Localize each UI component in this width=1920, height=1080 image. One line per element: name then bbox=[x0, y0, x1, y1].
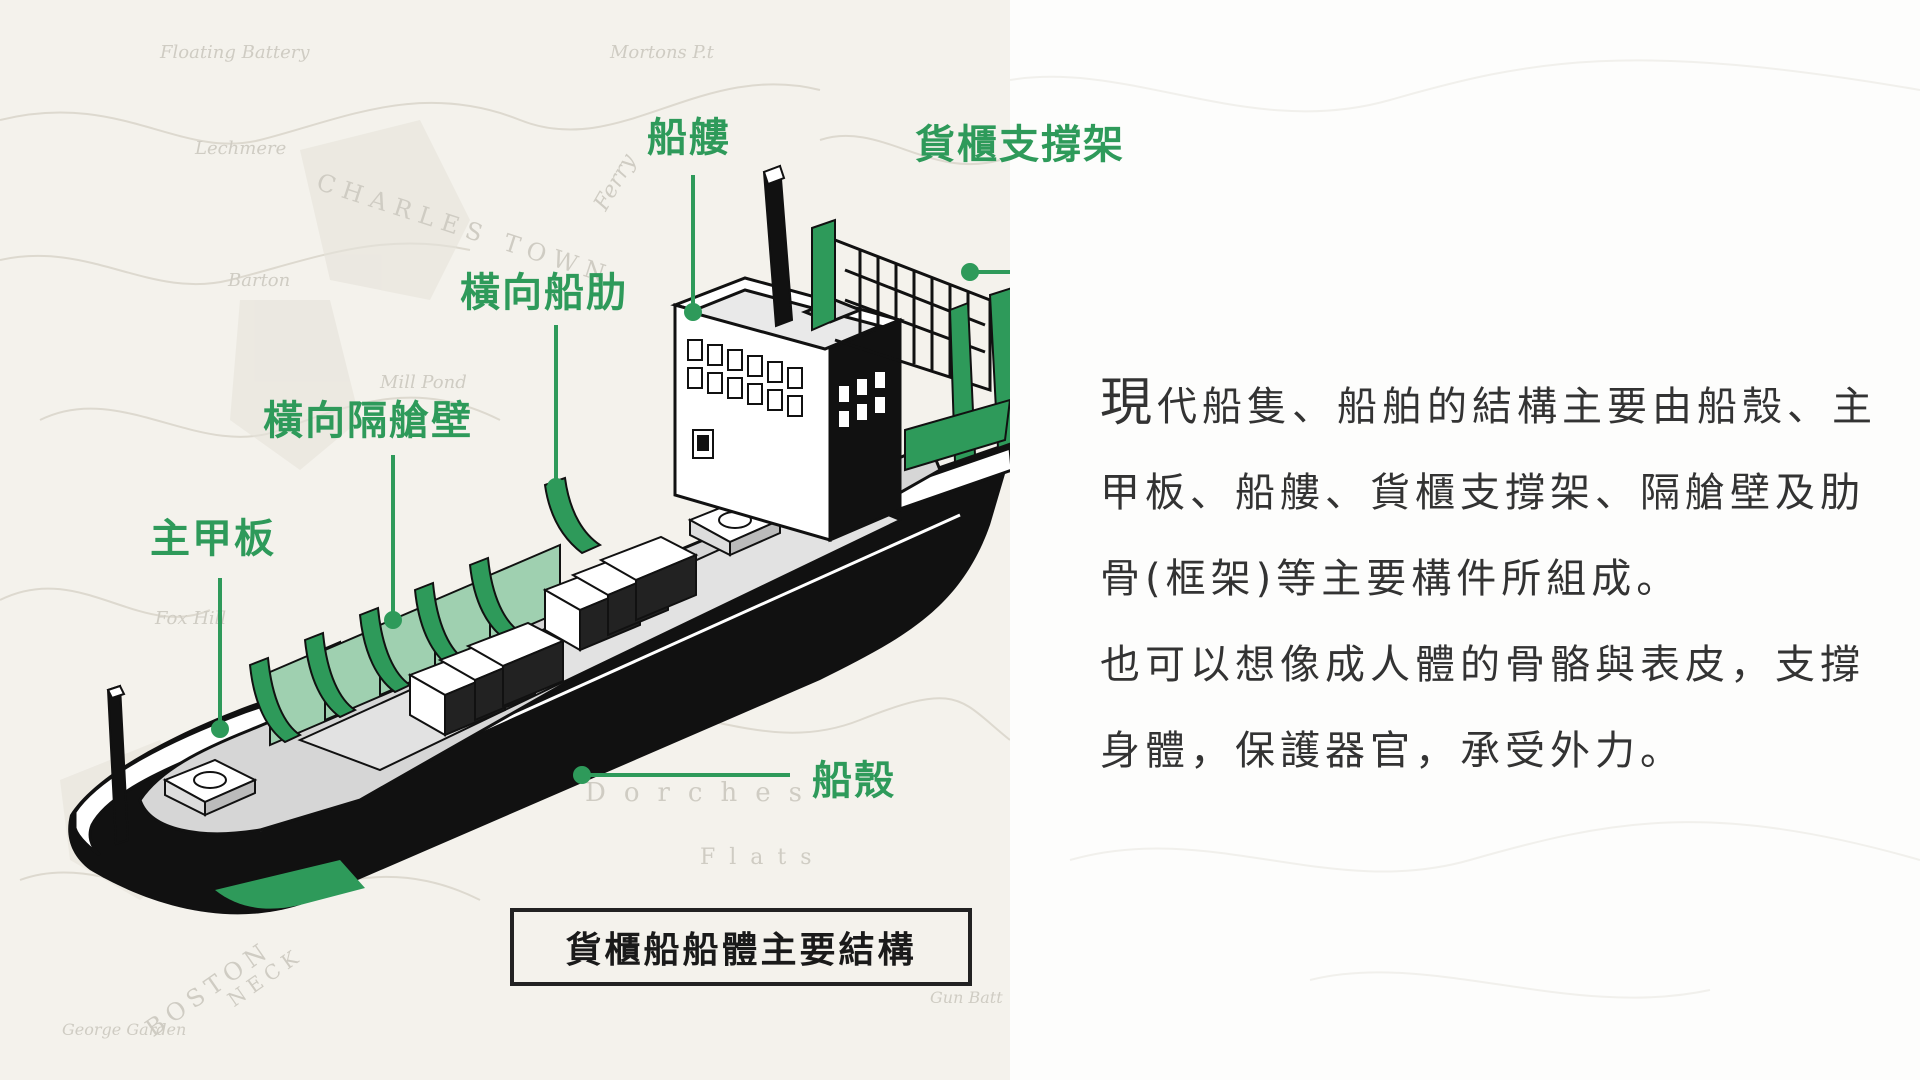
faint-map-lines bbox=[1010, 59, 1920, 999]
containers bbox=[407, 535, 699, 737]
funnel bbox=[762, 164, 794, 328]
map-label: Barton bbox=[228, 270, 291, 291]
superstructure-windows bbox=[687, 339, 887, 459]
container-stack-back bbox=[542, 535, 699, 652]
map-label: Fox Hill bbox=[155, 608, 227, 629]
map-label: Mill Pond bbox=[380, 372, 467, 393]
hull-waterline bbox=[215, 860, 365, 909]
label-transverse-bulkhead: 橫向隔艙壁 bbox=[263, 398, 473, 444]
diagram-caption-box: 貨櫃船船體主要結構 bbox=[510, 908, 972, 986]
map-label: Floating Battery bbox=[160, 42, 310, 63]
map-label: Flats bbox=[700, 845, 826, 870]
label-main-deck: 主甲板 bbox=[150, 516, 276, 562]
description-text: 現代船隻、船舶的結構主要由船殼、主甲板、船艛、貨櫃支撐架、隔艙壁及肋骨(框架)等… bbox=[1100, 360, 1880, 794]
label-hull-shell: 船殼 bbox=[812, 758, 896, 804]
map-label: Gun Batt bbox=[930, 988, 1003, 1007]
ship-diagram bbox=[68, 164, 1010, 915]
description-paragraph-1: 現代船隻、船舶的結構主要由船殼、主甲板、船艛、貨櫃支撐架、隔艙壁及肋骨(框架)等… bbox=[1100, 360, 1880, 622]
map-lines bbox=[0, 83, 1010, 970]
dropcap: 現 bbox=[1100, 373, 1158, 433]
description-paragraph-1-text: 代船隻、船舶的結構主要由船殼、主甲板、船艛、貨櫃支撐架、隔艙壁及肋骨(框架)等主… bbox=[1100, 384, 1878, 602]
label-cargo-frame: 貨櫃支撐架 bbox=[915, 122, 1125, 168]
callout-lines bbox=[211, 175, 1010, 784]
transverse-frames bbox=[248, 476, 603, 744]
deck-fan-bow bbox=[162, 758, 258, 817]
label-transverse-frame: 橫向船肋 bbox=[460, 270, 628, 316]
description-paragraph-2: 也可以想像成人體的骨骼與表皮，支撐身體，保護器官，承受外力。 bbox=[1100, 642, 1865, 774]
container-stack-front bbox=[407, 621, 566, 737]
cargo-support-frame-green bbox=[811, 218, 1010, 472]
map-label: Lechmere bbox=[195, 138, 287, 159]
diagram-title: 貨櫃船船體主要結構 bbox=[565, 930, 917, 971]
bow-mast bbox=[106, 684, 130, 846]
map-label: George Garden bbox=[62, 1020, 187, 1039]
text-panel bbox=[1010, 0, 1920, 1080]
map-label: Dorches bbox=[585, 778, 820, 808]
map-label: Mortons P.t bbox=[610, 42, 714, 63]
label-hull-body: 船艛 bbox=[647, 115, 731, 161]
